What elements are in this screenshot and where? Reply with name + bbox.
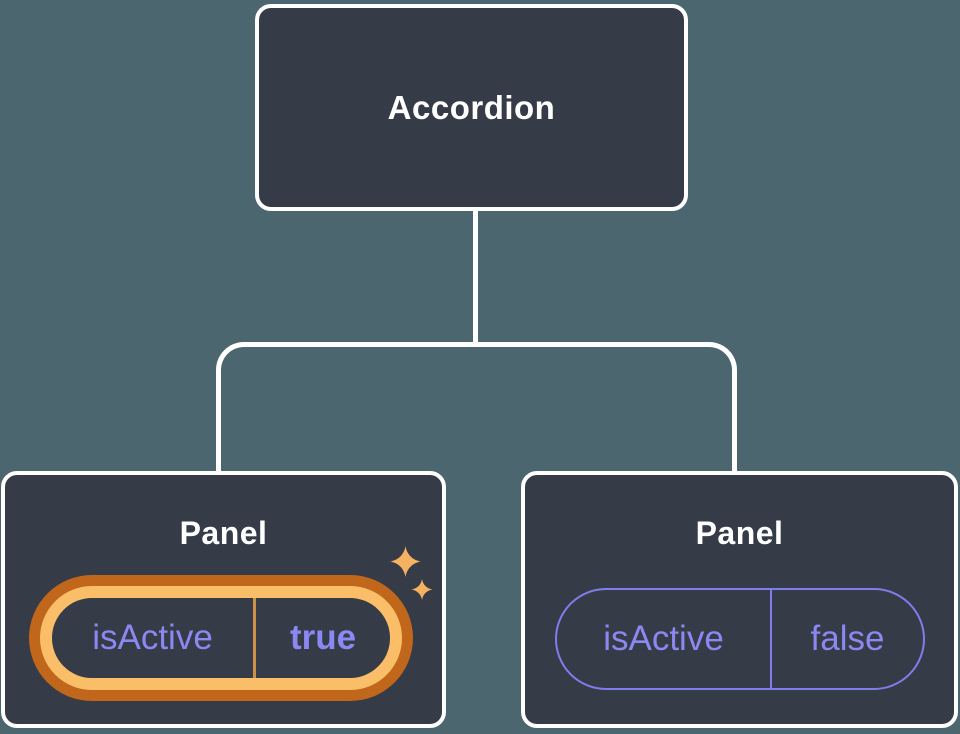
state-key: isActive — [52, 598, 253, 678]
state-value-text: false — [810, 619, 885, 658]
state-pill-active: isActive true — [29, 575, 413, 701]
state-pill-divider — [770, 590, 772, 688]
state-pill-active-ring: isActive true — [40, 586, 402, 690]
state-pill-divider — [253, 598, 256, 678]
state-value: true — [256, 598, 390, 678]
sparkle-icon-large — [390, 546, 421, 577]
state-key: isActive — [557, 590, 770, 688]
tree-connector-stem — [473, 209, 478, 345]
panel-active-label: Panel — [179, 515, 268, 551]
state-pill-inactive: isActive false — [555, 588, 925, 690]
tree-connector-branches — [216, 342, 737, 472]
sparkle-icon-small — [411, 579, 433, 600]
panel-inactive-label: Panel — [695, 515, 784, 551]
panel-node-inactive: Panel isActive false — [521, 471, 958, 728]
accordion-node: Accordion — [255, 4, 688, 211]
panel-node-active: Panel isActive true — [1, 471, 446, 728]
state-key-text: isActive — [603, 619, 724, 658]
state-value-text: true — [289, 618, 357, 657]
state-value: false — [772, 590, 923, 688]
state-key-text: isActive — [92, 618, 213, 657]
accordion-label: Accordion — [387, 88, 556, 126]
